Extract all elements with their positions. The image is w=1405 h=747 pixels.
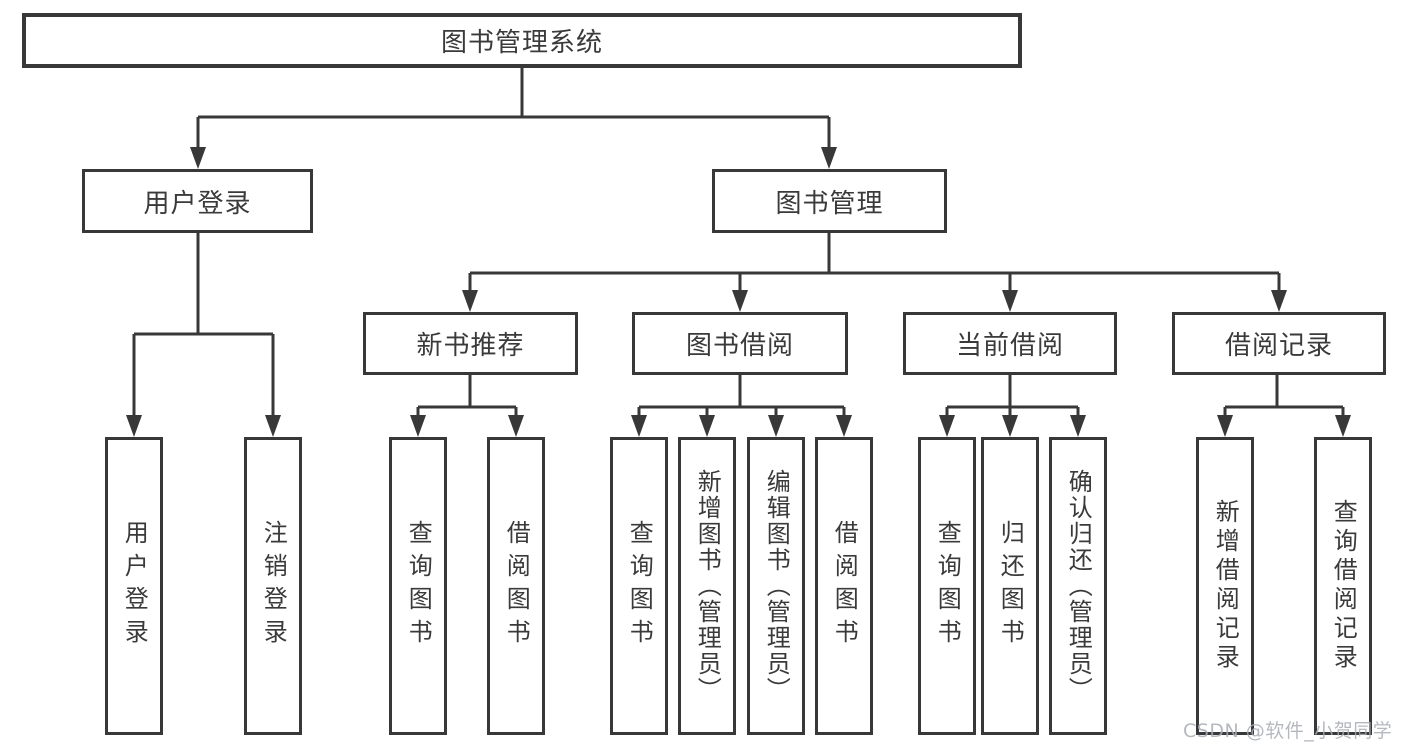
- leaf-query-books-current: 查询图书: [918, 437, 976, 735]
- leaf-add-books-admin: 新增图书（管理员）: [678, 437, 736, 735]
- node-book-borrowing: 图书借阅: [632, 312, 848, 375]
- node-new-book-recommendation: 新书推荐: [363, 312, 578, 375]
- leaf-query-books-borrowing: 查询图书: [610, 437, 668, 735]
- leaf-label: 新增借阅记录: [1211, 499, 1240, 673]
- leaf-label: 借阅图书: [502, 520, 531, 652]
- leaf-label: 新增图书（管理员）: [693, 469, 722, 703]
- csdn-watermark: CSDN @软件_小贺同学: [1183, 720, 1393, 742]
- node-label: 用户登录: [143, 188, 252, 219]
- leaf-edit-books-admin: 编辑图书（管理员）: [747, 437, 805, 735]
- node-label: 图书借阅: [685, 331, 794, 361]
- leaf-label: 用户登录: [120, 520, 149, 652]
- node-label: 新书推荐: [416, 331, 525, 361]
- leaf-query-books-recommend: 查询图书: [389, 437, 447, 735]
- leaf-label: 注销登录: [259, 520, 288, 652]
- leaf-add-borrow-record: 新增借阅记录: [1196, 437, 1254, 735]
- leaf-return-books: 归还图书: [981, 437, 1039, 735]
- leaf-label: 查询图书: [404, 520, 433, 652]
- node-library-management-system: 图书管理系统: [22, 13, 1022, 68]
- node-current-borrowing: 当前借阅: [903, 312, 1117, 375]
- leaf-label: 借阅图书: [830, 520, 859, 652]
- leaf-logout: 注销登录: [244, 437, 302, 735]
- leaf-label: 查询图书: [933, 520, 962, 652]
- node-borrowing-records: 借阅记录: [1172, 312, 1386, 375]
- node-book-management-branch: 图书管理: [712, 169, 947, 233]
- leaf-label: 确认归还（管理员）: [1064, 469, 1093, 703]
- leaf-label: 编辑图书（管理员）: [762, 469, 791, 703]
- leaf-label: 查询图书: [625, 520, 654, 652]
- leaf-borrow-books-recommend: 借阅图书: [487, 437, 545, 735]
- node-user-login-branch: 用户登录: [82, 169, 313, 233]
- leaf-borrow-books: 借阅图书: [815, 437, 873, 735]
- leaf-user-login: 用户登录: [105, 437, 163, 735]
- leaf-confirm-return-admin: 确认归还（管理员）: [1049, 437, 1107, 735]
- node-label: 图书管理系统: [440, 28, 603, 58]
- leaf-query-borrow-record: 查询借阅记录: [1314, 437, 1372, 735]
- node-label: 当前借阅: [955, 331, 1064, 361]
- leaf-label: 查询借阅记录: [1329, 499, 1358, 673]
- node-label: 借阅记录: [1224, 331, 1333, 361]
- leaf-label: 归还图书: [996, 520, 1025, 652]
- tree-edges: [132, 66, 1345, 419]
- arrowheads: [126, 147, 1351, 437]
- node-label: 图书管理: [775, 188, 884, 219]
